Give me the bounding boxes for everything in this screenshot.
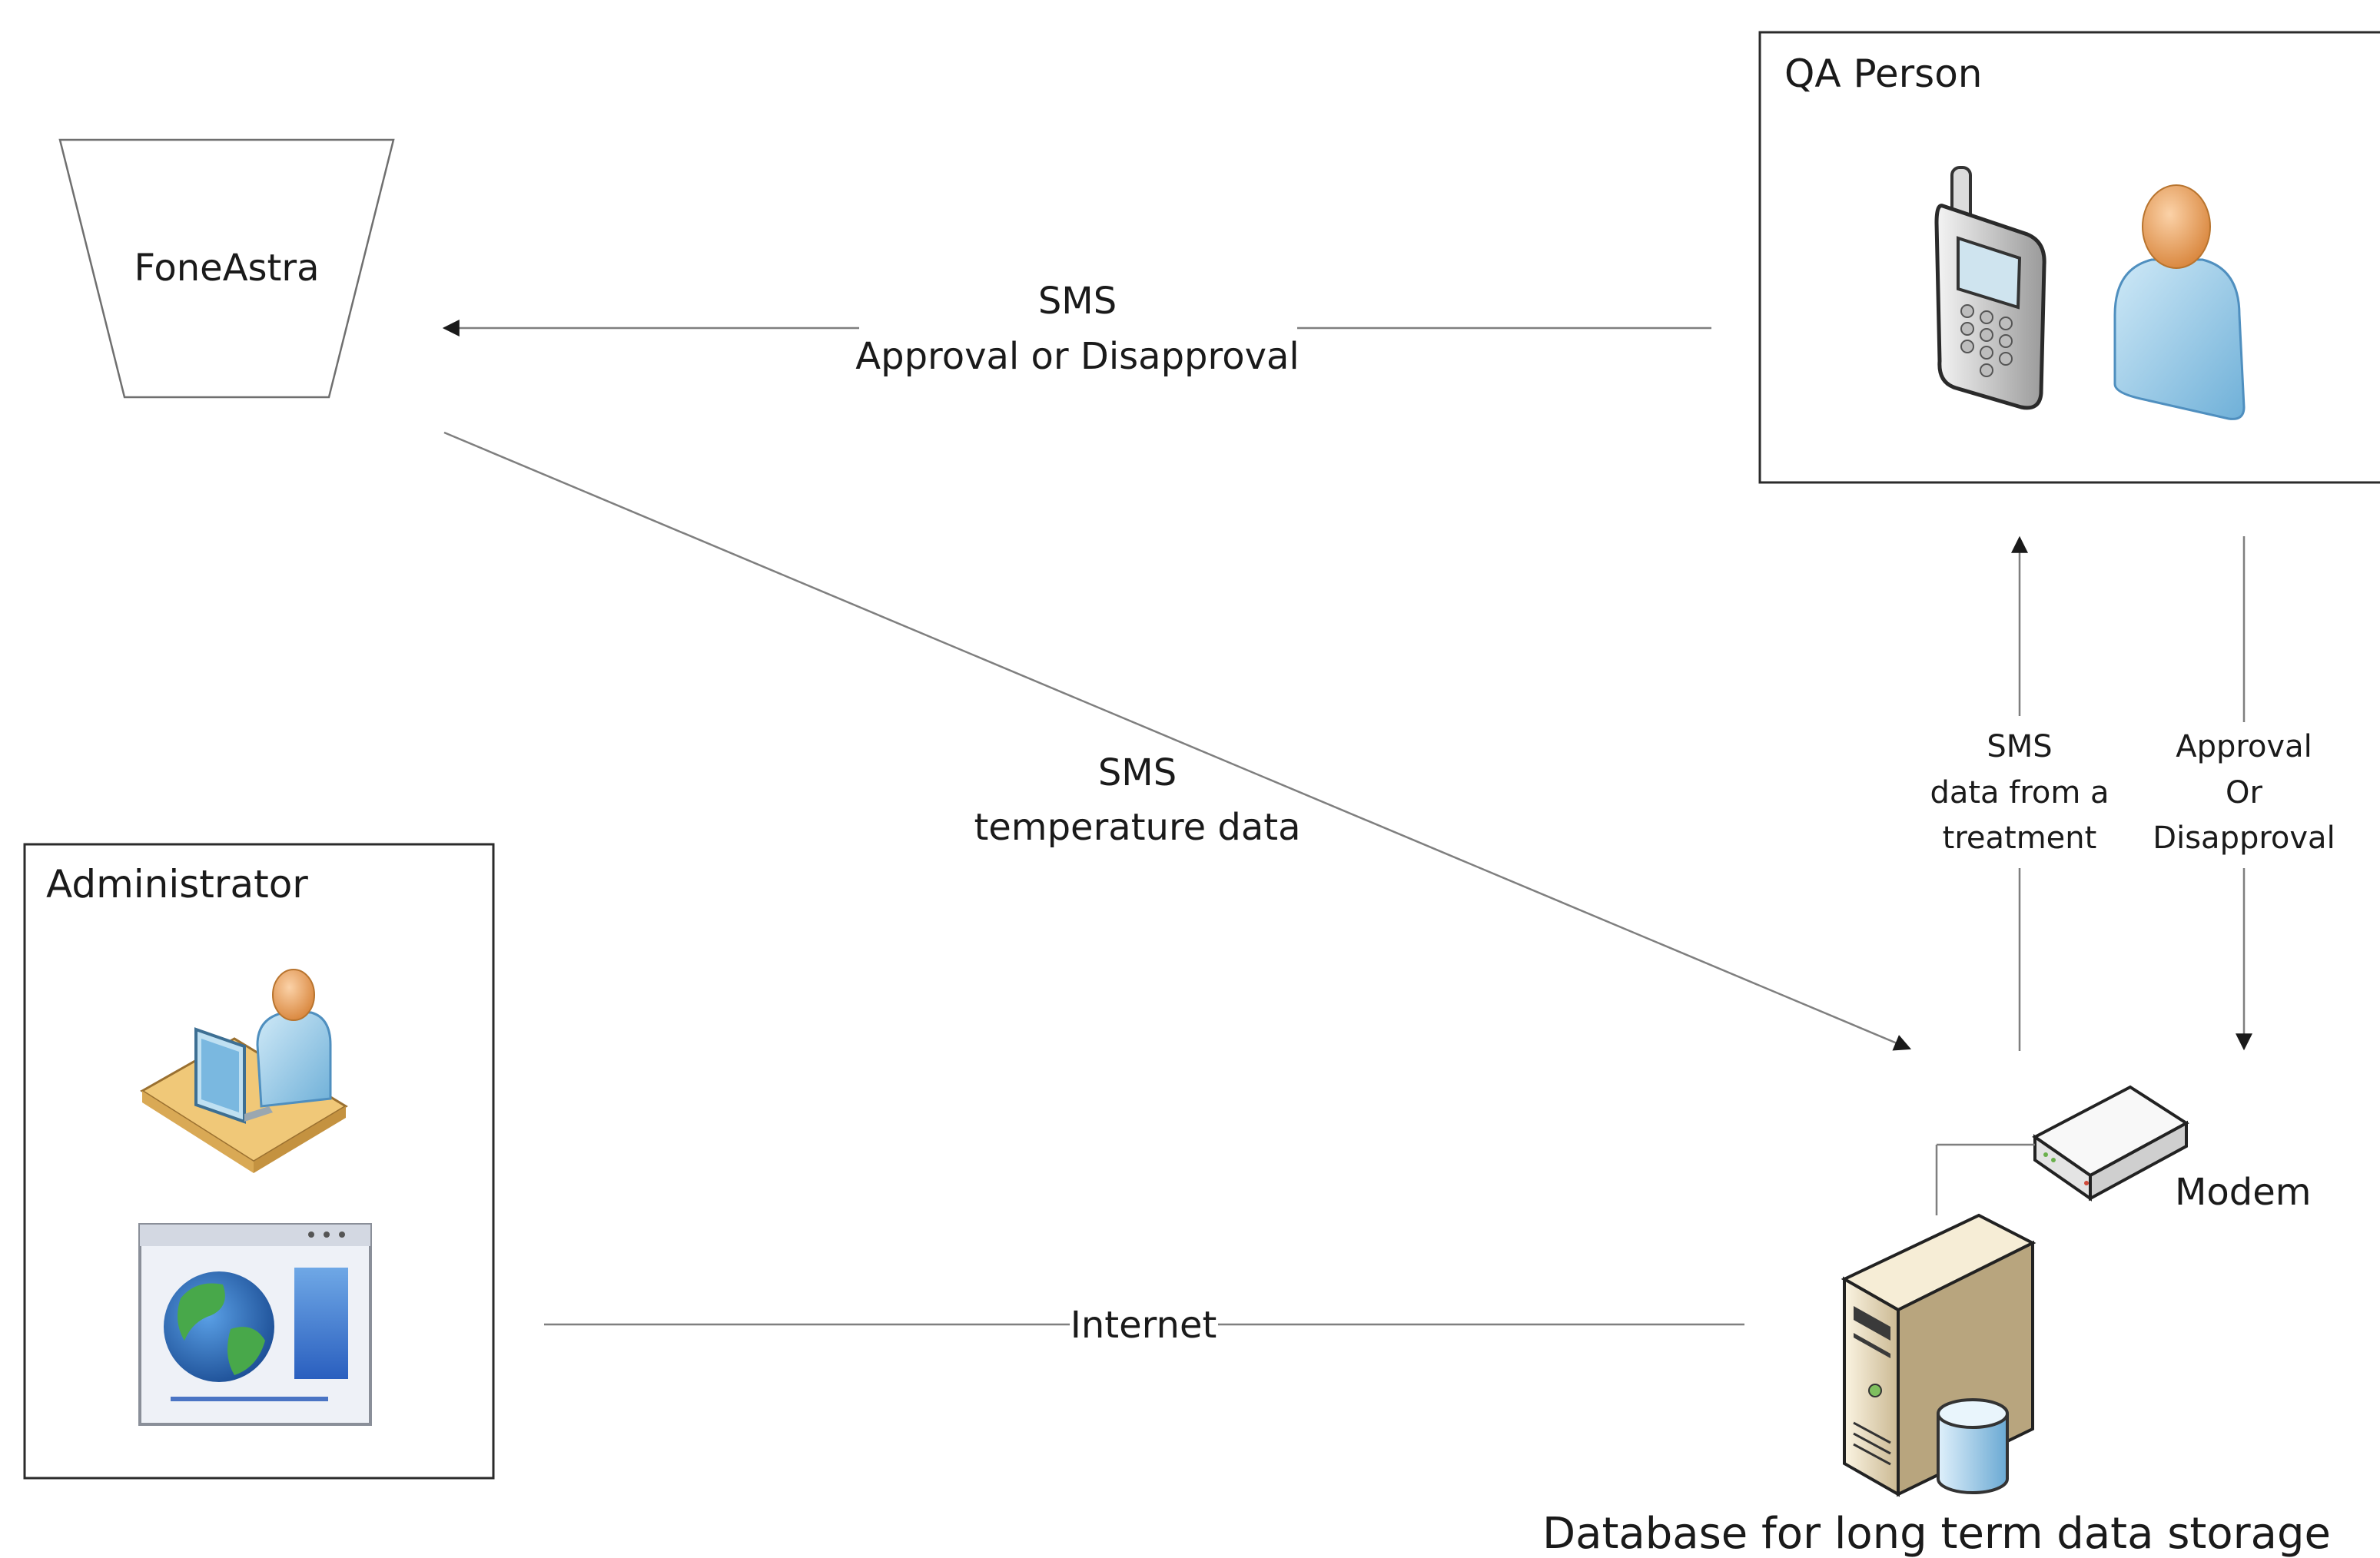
modem-label: Modem: [2175, 1171, 2312, 1214]
user-icon: [2113, 184, 2246, 420]
desk-user-icon: [140, 969, 348, 1173]
qa-person-title: QA Person: [1784, 51, 1982, 96]
edge-foneastra-to-db: [443, 431, 1912, 1051]
server-database-icon: [1841, 1213, 2036, 1497]
foneastra-label: FoneAstra: [134, 247, 319, 290]
edge-admin-db-label: Internet: [1071, 1304, 1217, 1347]
edge-db-to-qa-line1: SMS: [1987, 729, 2052, 764]
edge-db-to-qa-line2: data from a: [1930, 775, 2109, 810]
edge-foneastra-to-db-line2: temperature data: [974, 806, 1300, 849]
database-label: Database for long term data storage: [1542, 1509, 2331, 1558]
web-browser-globe-icon: [138, 1223, 372, 1426]
administrator-title: Administrator: [46, 862, 308, 907]
edge-qa-to-db-line2: Or: [2226, 775, 2262, 810]
edge-db-to-qa-line3: treatment: [1943, 820, 2097, 856]
edge-foneastra-to-db-line1: SMS: [1098, 751, 1177, 794]
administrator-box: Administrator: [23, 843, 495, 1480]
mobile-phone-icon: [1934, 166, 2046, 410]
edge-qa-to-db-line1: Approval: [2176, 729, 2312, 764]
modem-icon: [2032, 1085, 2189, 1202]
foneastra-shape: [58, 138, 395, 399]
edge-qa-to-db-line3: Disapproval: [2153, 820, 2335, 856]
foneastra-node: FoneAstra: [58, 138, 395, 399]
qa-person-box: QA Person: [1758, 31, 2380, 484]
edge-qa-to-foneastra-line1: SMS: [1038, 280, 1117, 323]
edge-qa-to-foneastra-line2: Approval or Disapproval: [855, 335, 1299, 378]
